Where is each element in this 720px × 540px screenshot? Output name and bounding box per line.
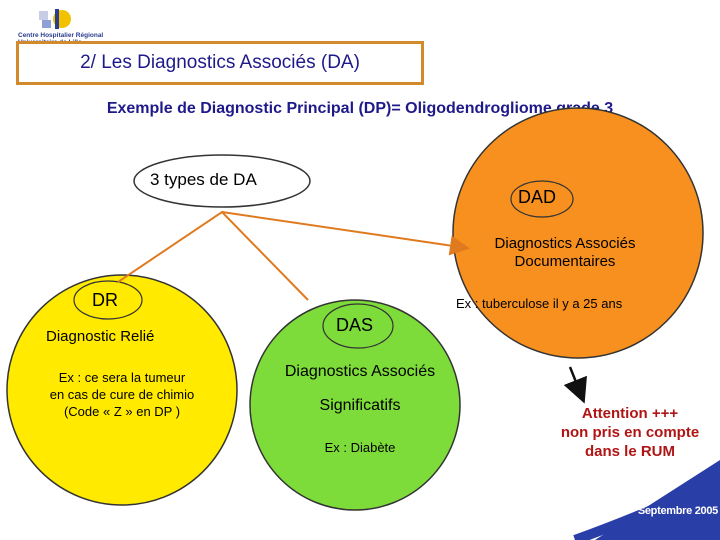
dr-circle [6,274,238,506]
dad-example: Ex : tuberculose il y a 25 ans [456,296,623,311]
das-label-ellipse [322,303,394,349]
dr-example-line-2: en cas de cure de chimio [49,387,195,402]
attention-line-1: Attention +++ [581,405,679,422]
dad-description: Diagnostics Associés Documentaires [455,235,675,271]
dad-label-ellipse [510,180,574,218]
page-title: 2/ Les Diagnostics Associés (DA) [80,52,360,73]
das-line-2: Significatifs [319,397,401,414]
dr-example: Ex : ce sera la tumeur en cas de cure de… [17,369,227,420]
das-line-1: Diagnostics Associés [284,363,436,380]
types-ellipse [133,154,311,208]
dad-line-2: Documentaires [514,253,616,270]
types-label: 3 types de DA [150,170,257,189]
logo-text-line-1: Centre Hospitalier Régional [18,32,104,39]
logo-mark-icon [39,9,71,29]
footer-text: DES – Septembre 2005 [604,505,719,517]
dad-label: DAD [518,187,557,207]
dad-circle [452,107,704,359]
attention-line-2: non pris en compte [560,424,700,441]
attention-line-3: dans le RUM [584,443,675,460]
subtitle: Exemple de Diagnostic Principal (DP)= Ol… [106,100,614,117]
das-label: DAS [336,315,374,335]
dr-example-line-3: (Code « Z » en DP ) [63,404,181,419]
dr-example-line-1: Ex : ce sera la tumeur [58,370,186,385]
title-box: 2/ Les Diagnostics Associés (DA) [16,41,424,85]
attention-note: Attention +++ non pris en compte dans le… [535,404,720,461]
das-example: Ex : Diabète [324,440,396,455]
dr-label-ellipse [73,280,143,320]
dad-line-1: Diagnostics Associés [494,235,636,252]
dr-label: DR [92,290,118,310]
das-circle [249,299,461,511]
dr-name: Diagnostic Relié [46,328,155,345]
attention-arrow [563,366,587,404]
connector-to-dad [221,211,470,256]
